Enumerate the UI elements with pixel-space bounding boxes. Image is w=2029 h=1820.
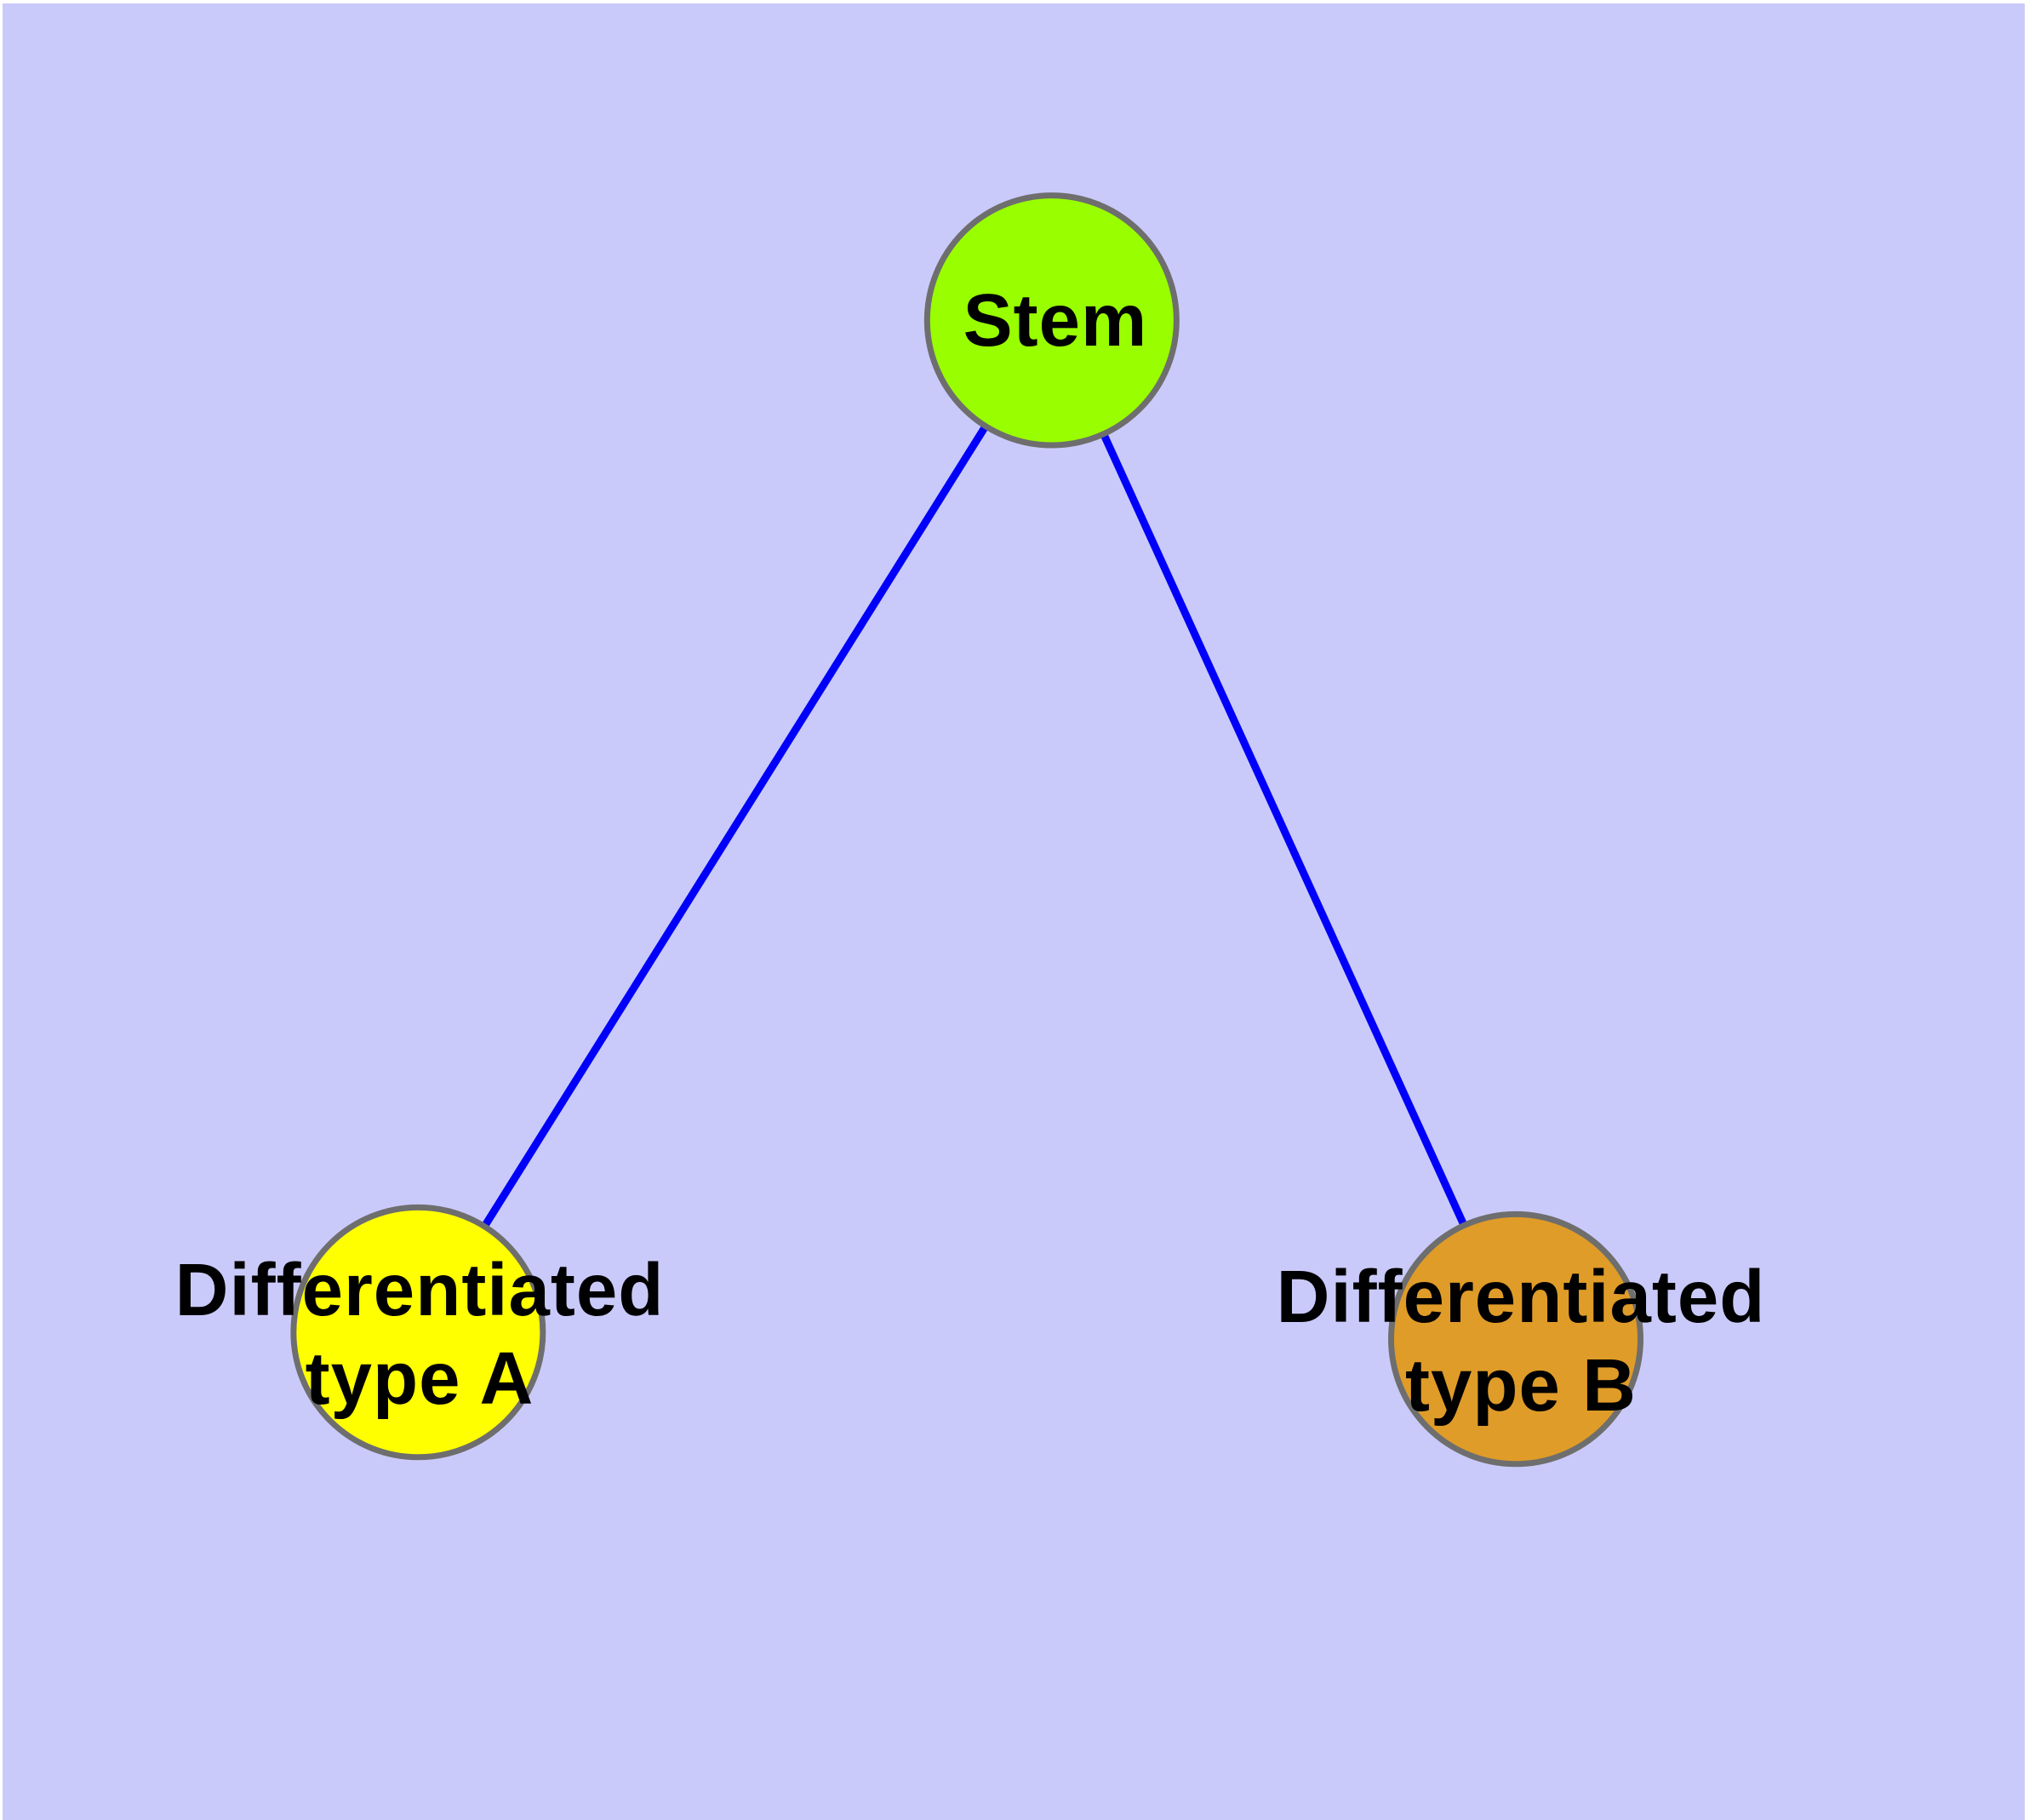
edge-stem-type-a [414,318,1055,1335]
node-stem [923,192,1180,449]
edge-stem-type-b [1048,318,1520,1341]
node-type-b [1388,1210,1644,1468]
node-type-a [290,1204,546,1461]
graph-svg [290,192,1644,1468]
